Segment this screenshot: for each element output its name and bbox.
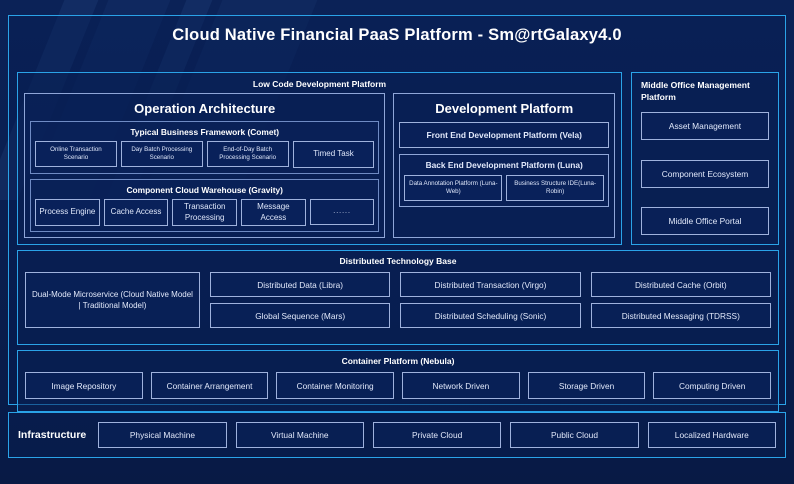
chip-message-access[interactable]: Message Access <box>241 199 306 226</box>
dtb-cell-distributed-messaging[interactable]: Distributed Messaging (TDRSS) <box>590 303 771 328</box>
container-item-computing-driven[interactable]: Computing Driven <box>653 372 772 399</box>
typical-business-framework-group[interactable]: Typical Business Framework (Comet) Onlin… <box>30 121 380 174</box>
operation-architecture-panel[interactable]: Operation Architecture Typical Business … <box>24 93 386 238</box>
container-platform-title: Container Platform (Nebula) <box>341 356 455 366</box>
component-cloud-warehouse-group[interactable]: Component Cloud Warehouse (Gravity) Proc… <box>30 179 380 232</box>
upper-region: Low Code Development Platform Operation … <box>17 72 779 245</box>
chip-cache-access[interactable]: Cache Access <box>103 199 169 226</box>
chip-more-ellipsis[interactable]: ...... <box>309 199 375 225</box>
dtb-cell-global-sequence[interactable]: Global Sequence (Mars) <box>210 303 391 328</box>
middle-office-management-panel[interactable]: Middle Office Management Platform Asset … <box>631 72 779 245</box>
typical-business-framework-title: Typical Business Framework (Comet) <box>130 127 280 137</box>
middle-office-management-title: Middle Office Management Platform <box>641 80 750 102</box>
chip-online-transaction-scenario[interactable]: Online Transaction Scenario <box>35 141 117 167</box>
low-code-platform-panel[interactable]: Low Code Development Platform Operation … <box>17 72 622 245</box>
dtb-cell-distributed-scheduling[interactable]: Distributed Scheduling (Sonic) <box>400 303 581 328</box>
operation-architecture-title: Operation Architecture <box>134 101 276 116</box>
infrastructure-item-public-cloud[interactable]: Public Cloud <box>510 422 639 448</box>
container-item-container-arrangement[interactable]: Container Arrangement <box>150 372 269 399</box>
infrastructure-item-physical-machine[interactable]: Physical Machine <box>98 422 227 448</box>
development-platform-panel[interactable]: Development Platform Front End Developme… <box>393 93 615 238</box>
dtb-cell-distributed-data[interactable]: Distributed Data (Libra) <box>210 272 391 297</box>
chip-data-annotation-platform[interactable]: Data Annotation Platform (Luna-Web) <box>404 175 503 201</box>
middle-office-item-middle-office-portal[interactable]: Middle Office Portal <box>641 207 769 235</box>
chip-process-engine[interactable]: Process Engine <box>35 199 100 226</box>
main-platform-panel: Cloud Native Financial PaaS Platform - S… <box>8 15 786 412</box>
chip-business-structure-ide[interactable]: Business Structure IDE(Luna-Robin) <box>506 175 605 201</box>
chip-end-of-day-batch-processing-scenario[interactable]: End-of-Day Batch Processing Scenario <box>206 141 289 167</box>
container-item-image-repository[interactable]: Image Repository <box>25 372 143 399</box>
front-end-development-platform[interactable]: Front End Development Platform (Vela) <box>399 122 609 148</box>
dtb-cell-distributed-cache[interactable]: Distributed Cache (Orbit) <box>590 272 771 297</box>
container-item-container-monitoring[interactable]: Container Monitoring <box>276 372 395 399</box>
infrastructure-label: Infrastructure <box>18 429 87 441</box>
development-platform-title: Development Platform <box>435 101 574 116</box>
dtb-column-1: Distributed Data (Libra) Global Sequence… <box>210 272 391 328</box>
page-title: Cloud Native Financial PaaS Platform - S… <box>172 26 622 44</box>
back-end-development-platform-group[interactable]: Back End Development Platform (Luna) Dat… <box>399 154 609 207</box>
dtb-column-2: Distributed Transaction (Virgo) Distribu… <box>400 272 581 328</box>
infrastructure-panel[interactable]: Infrastructure Physical Machine Virtual … <box>8 412 786 458</box>
chip-day-batch-processing-scenario[interactable]: Day Batch Processing Scenario <box>120 141 203 167</box>
component-cloud-warehouse-title: Component Cloud Warehouse (Gravity) <box>126 185 283 195</box>
container-item-storage-driven[interactable]: Storage Driven <box>527 372 646 399</box>
infrastructure-item-private-cloud[interactable]: Private Cloud <box>372 422 502 448</box>
distributed-technology-base-panel[interactable]: Distributed Technology Base Dual-Mode Mi… <box>17 250 779 345</box>
middle-office-item-asset-management[interactable]: Asset Management <box>641 112 769 141</box>
chip-transaction-processing[interactable]: Transaction Processing <box>172 199 238 226</box>
dtb-cell-distributed-transaction[interactable]: Distributed Transaction (Virgo) <box>400 272 581 297</box>
chip-timed-task[interactable]: Timed Task <box>292 141 375 168</box>
distributed-technology-base-title: Distributed Technology Base <box>339 256 457 266</box>
back-end-development-platform-title: Back End Development Platform (Luna) <box>425 160 583 170</box>
infrastructure-item-virtual-machine[interactable]: Virtual Machine <box>235 422 364 448</box>
low-code-platform-title: Low Code Development Platform <box>252 79 387 89</box>
middle-office-item-component-ecosystem[interactable]: Component Ecosystem <box>641 159 769 188</box>
dtb-column-3: Distributed Cache (Orbit) Distributed Me… <box>590 272 771 328</box>
container-platform-panel[interactable]: Container Platform (Nebula) Image Reposi… <box>17 350 779 412</box>
container-item-network-driven[interactable]: Network Driven <box>402 372 520 399</box>
infrastructure-item-localized-hardware[interactable]: Localized Hardware <box>647 422 776 448</box>
dual-mode-microservice-box[interactable]: Dual-Mode Microservice (Cloud Native Mod… <box>25 272 200 328</box>
